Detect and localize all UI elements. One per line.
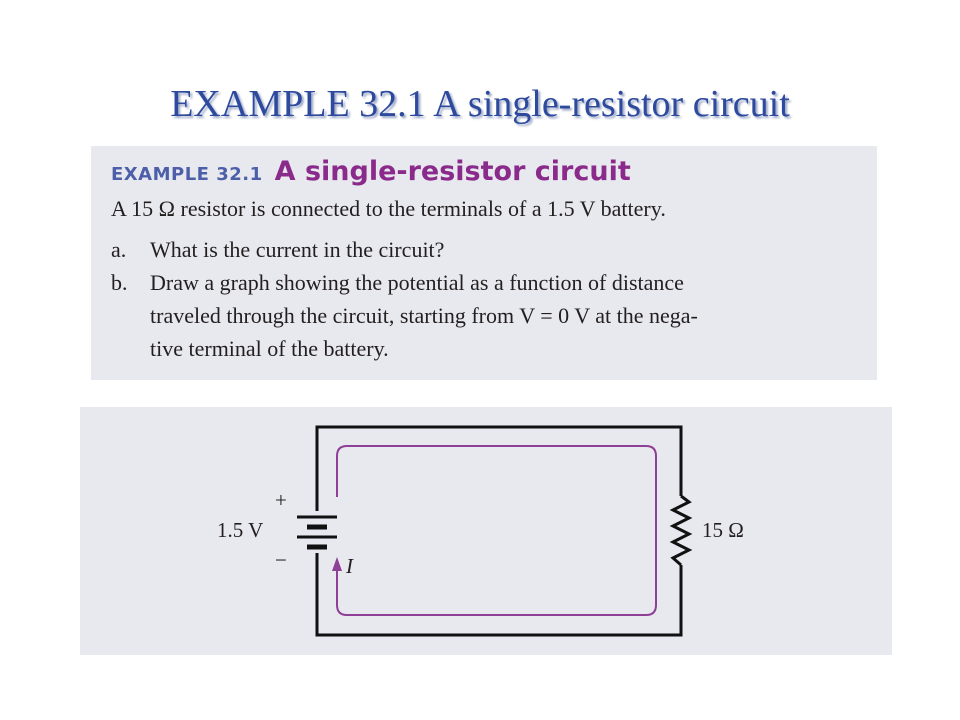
example-statement: A 15 Ω resistor is connected to the term… [111, 196, 666, 221]
example-title: A single-resistor circuit [274, 156, 631, 187]
example-problem-box: EXAMPLE 32.1 A single-resistor circuit A … [91, 146, 877, 380]
question-list: a. What is the current in the circuit? b… [111, 233, 861, 365]
question-b: b. Draw a graph showing the potential as… [111, 266, 861, 365]
question-text-line: Draw a graph showing the potential as a … [150, 270, 684, 295]
circuit-diagram: + − 1.5 V 15 Ω I [217, 425, 744, 637]
example-header: EXAMPLE 32.1 A single-resistor circuit [111, 156, 631, 187]
current-label: I [345, 554, 354, 578]
example-number: EXAMPLE 32.1 [111, 164, 263, 185]
question-marker: b. [111, 270, 128, 295]
battery-plus-sign: + [275, 488, 287, 512]
question-a: a. What is the current in the circuit? [111, 233, 861, 266]
question-text: What is the current in the circuit? [150, 237, 445, 262]
current-arrow-icon [332, 557, 342, 571]
slide-title: EXAMPLE 32.1 A single-resistor circuit [170, 83, 790, 125]
battery-minus-sign: − [275, 548, 287, 572]
resistor-label: 15 Ω [702, 518, 744, 542]
battery-voltage-label: 1.5 V [217, 518, 263, 542]
question-marker: a. [111, 237, 127, 262]
current-path [336, 445, 657, 616]
resistor-symbol [669, 494, 693, 567]
question-text-line: tive terminal of the battery. [150, 336, 389, 361]
circuit-wire [315, 425, 683, 637]
circuit-diagram-box: + − 1.5 V 15 Ω I [80, 407, 892, 655]
question-text-line: traveled through the circuit, starting f… [150, 303, 698, 328]
